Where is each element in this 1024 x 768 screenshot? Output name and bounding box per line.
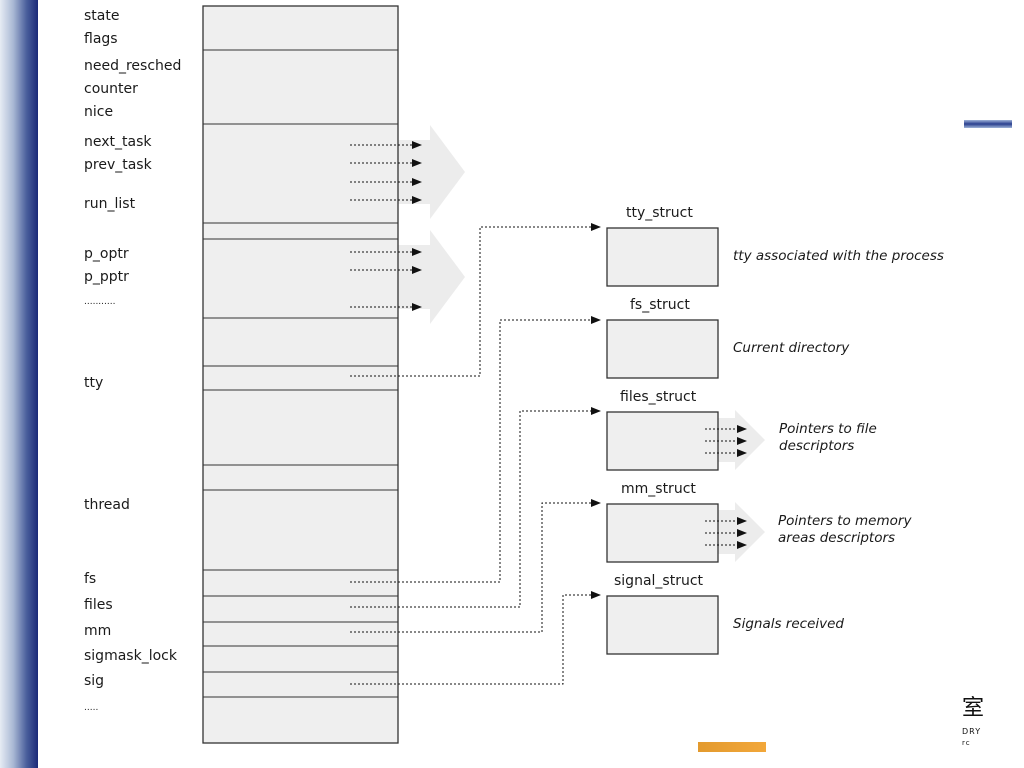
field-p-pptr: p_pptr xyxy=(84,269,129,285)
field-sigmask-lock: sigmask_lock xyxy=(84,648,177,664)
tty-connector xyxy=(350,223,601,377)
fs-connector xyxy=(350,316,601,583)
signal-struct-label: signal_struct xyxy=(614,573,704,589)
field-p-optr: p_optr xyxy=(84,246,129,262)
field-ellipsis-1: ........... xyxy=(84,297,116,307)
files-struct-box xyxy=(606,411,719,471)
tty-struct-label: tty_struct xyxy=(626,205,693,221)
files-connector xyxy=(350,407,601,608)
fs-struct-description: Current directory xyxy=(733,340,850,356)
task-struct-box xyxy=(202,5,399,744)
signal-struct-description: Signals received xyxy=(733,616,844,632)
slide-sidebar-band xyxy=(0,0,38,768)
field-nice: nice xyxy=(84,104,114,120)
list-links-arrow-shape xyxy=(398,125,465,219)
field-flags: flags xyxy=(84,31,118,47)
field-next-task: next_task xyxy=(84,134,152,150)
logo-text-line-1: DRY xyxy=(962,727,982,736)
field-prev-task: prev_task xyxy=(84,157,152,173)
parent-links-arrow-shape xyxy=(398,230,465,324)
fs-struct-label: fs_struct xyxy=(630,297,690,313)
mm-struct-description: Pointers to memory areas descriptors xyxy=(778,513,912,546)
field-state: state xyxy=(84,8,120,24)
field-need-resched: need_resched xyxy=(84,58,182,74)
files-struct-description: Pointers to file descriptors xyxy=(779,421,877,454)
fs-struct-box xyxy=(606,319,719,379)
mm-connector xyxy=(350,499,601,633)
decorative-orange-bar xyxy=(698,742,766,752)
decorative-bar xyxy=(964,120,1012,128)
mm-struct-box xyxy=(606,503,719,563)
files-struct-label: files_struct xyxy=(620,389,697,405)
field-counter: counter xyxy=(84,81,138,97)
field-sig: sig xyxy=(84,673,105,689)
field-mm: mm xyxy=(84,623,112,639)
logo-text-line-2: rc xyxy=(962,739,971,747)
sig-connector xyxy=(350,591,601,685)
field-ellipsis-2: ..... xyxy=(84,703,99,713)
tty-struct-description: tty associated with the process xyxy=(733,248,944,264)
logo-character: 室 xyxy=(962,696,985,721)
field-run-list: run_list xyxy=(84,196,136,212)
tty-struct-box xyxy=(606,227,719,287)
task-struct-dividers xyxy=(203,49,398,698)
field-fs: fs xyxy=(84,571,97,587)
field-tty: tty xyxy=(84,375,104,391)
field-files: files xyxy=(84,597,113,613)
field-thread: thread xyxy=(84,497,130,513)
signal-struct-box xyxy=(606,595,719,655)
mm-struct-label: mm_struct xyxy=(621,481,696,497)
